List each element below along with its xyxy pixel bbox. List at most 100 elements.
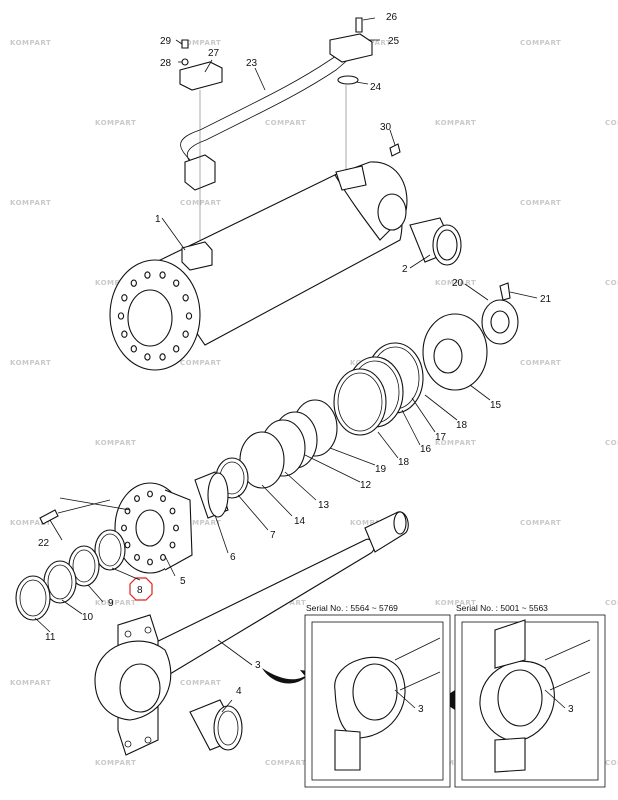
watermark-text: COMPART	[520, 519, 561, 527]
bolt-hole	[173, 345, 180, 353]
seal-11	[15, 575, 51, 621]
part-label-25: 25	[388, 36, 400, 47]
bolt-hole	[160, 554, 166, 561]
watermark-text: COMPART	[520, 359, 561, 367]
bolt-hole	[147, 490, 153, 498]
watermark-text: KOMPART	[95, 439, 136, 447]
bolt-29	[181, 39, 189, 49]
watermark-text: KOMPART	[435, 599, 476, 607]
bolt-hole	[169, 507, 176, 515]
grease-nipple-30	[389, 143, 401, 157]
part-label-13: 13	[318, 500, 330, 511]
bolt-hole	[169, 541, 176, 549]
bolt-hole	[130, 345, 137, 353]
part-label-2: 2	[402, 264, 408, 275]
clevis-hole	[377, 193, 407, 231]
bolt-hole	[182, 330, 189, 338]
seal-8	[94, 529, 126, 571]
bolt-hole	[134, 554, 140, 561]
setscrew-21	[499, 282, 511, 301]
bolt-hole	[121, 330, 128, 338]
part-label-3b: 3	[418, 704, 424, 715]
bolt-hole	[144, 353, 151, 361]
oring-24	[337, 75, 359, 85]
bolt-hole	[121, 294, 128, 302]
watermark-text: COMPART	[180, 679, 221, 687]
watermark-text: KOMPART	[10, 199, 51, 207]
part-label-3c: 3	[568, 704, 574, 715]
watermark-text: KOMPART	[10, 679, 51, 687]
cylinder-head-5	[39, 482, 193, 574]
bolt-hole	[159, 271, 166, 279]
watermark-text: KOMPART	[435, 279, 476, 287]
watermark-text: COMPART	[520, 199, 561, 207]
part-label-8: 8	[137, 585, 143, 596]
watermark-text: COMPART	[180, 359, 221, 367]
bushing-4	[189, 699, 243, 751]
watermark-text: COMPART	[180, 199, 221, 207]
bolt-hole	[173, 524, 179, 532]
part-label-4: 4	[236, 686, 242, 697]
part-label-21: 21	[540, 294, 552, 305]
bolt-hole	[182, 294, 189, 302]
inset-left	[304, 614, 451, 788]
bolt-hole	[185, 312, 193, 320]
part-label-9: 9	[108, 598, 114, 609]
bolt-hole	[121, 524, 127, 532]
bolt-hole	[134, 495, 140, 502]
bolt-hole	[159, 353, 166, 361]
part-label-12: 12	[360, 480, 372, 491]
bolt-hole	[117, 312, 125, 320]
part-label-6: 6	[230, 552, 236, 563]
watermark-text: COMPART	[605, 759, 618, 767]
flange-25	[329, 33, 373, 63]
part-label-11: 11	[45, 632, 56, 643]
inset-left-caption: Serial No. : 5564 ~ 5769	[306, 603, 398, 613]
watermark-text: KOMPART	[10, 359, 51, 367]
watermark-text: COMPART	[180, 519, 221, 527]
part-label-10: 10	[82, 612, 94, 623]
port-block-top	[335, 165, 367, 191]
bolt-hole	[173, 279, 180, 287]
clamp-27	[179, 61, 223, 91]
part-label-5: 5	[180, 576, 186, 587]
part-label-28: 28	[160, 58, 172, 69]
part-label-3: 3	[255, 660, 261, 671]
watermark-text: KOMPART	[435, 439, 476, 447]
watermark-text: KOMPART	[95, 599, 136, 607]
seal-rings	[15, 529, 126, 621]
watermark-text: KOMPART	[10, 519, 51, 527]
part-label-16: 16	[420, 444, 432, 455]
watermark-text: COMPART	[265, 759, 306, 767]
part-label-27: 27	[208, 48, 220, 59]
part-label-20: 20	[452, 278, 464, 289]
part-labels: 1234567891011121314151617181819202122232…	[38, 12, 574, 715]
watermark-text: KOMPART	[95, 759, 136, 767]
watermark-text: KOMPART	[435, 119, 476, 127]
part-label-24: 24	[370, 82, 382, 93]
piston-parts	[194, 282, 519, 519]
watermark-text: COMPART	[605, 119, 618, 127]
watermark-text: KOMPART	[10, 39, 51, 47]
watermark-text: KOMPART	[95, 279, 136, 287]
part-label-19: 19	[375, 464, 387, 475]
part-label-1: 1	[155, 214, 161, 225]
ring-16	[333, 368, 387, 436]
tube-bore	[127, 289, 173, 347]
watermark-text: COMPART	[520, 39, 561, 47]
washer-28	[181, 58, 189, 66]
watermark-text: KOMPART	[350, 519, 391, 527]
inset-right-caption: Serial No. : 5001 ~ 5563	[456, 603, 548, 613]
part-label-14: 14	[294, 516, 306, 527]
part-label-15: 15	[490, 400, 502, 411]
bolt-22	[39, 509, 59, 525]
bushing-2	[409, 217, 462, 266]
part-label-29: 29	[160, 36, 172, 47]
part-label-18b: 18	[398, 457, 410, 468]
part-label-23: 23	[246, 58, 258, 69]
watermark-text: KOMPART	[95, 119, 136, 127]
part-label-7: 7	[270, 530, 276, 541]
arrow-to-inset-left	[262, 668, 315, 685]
